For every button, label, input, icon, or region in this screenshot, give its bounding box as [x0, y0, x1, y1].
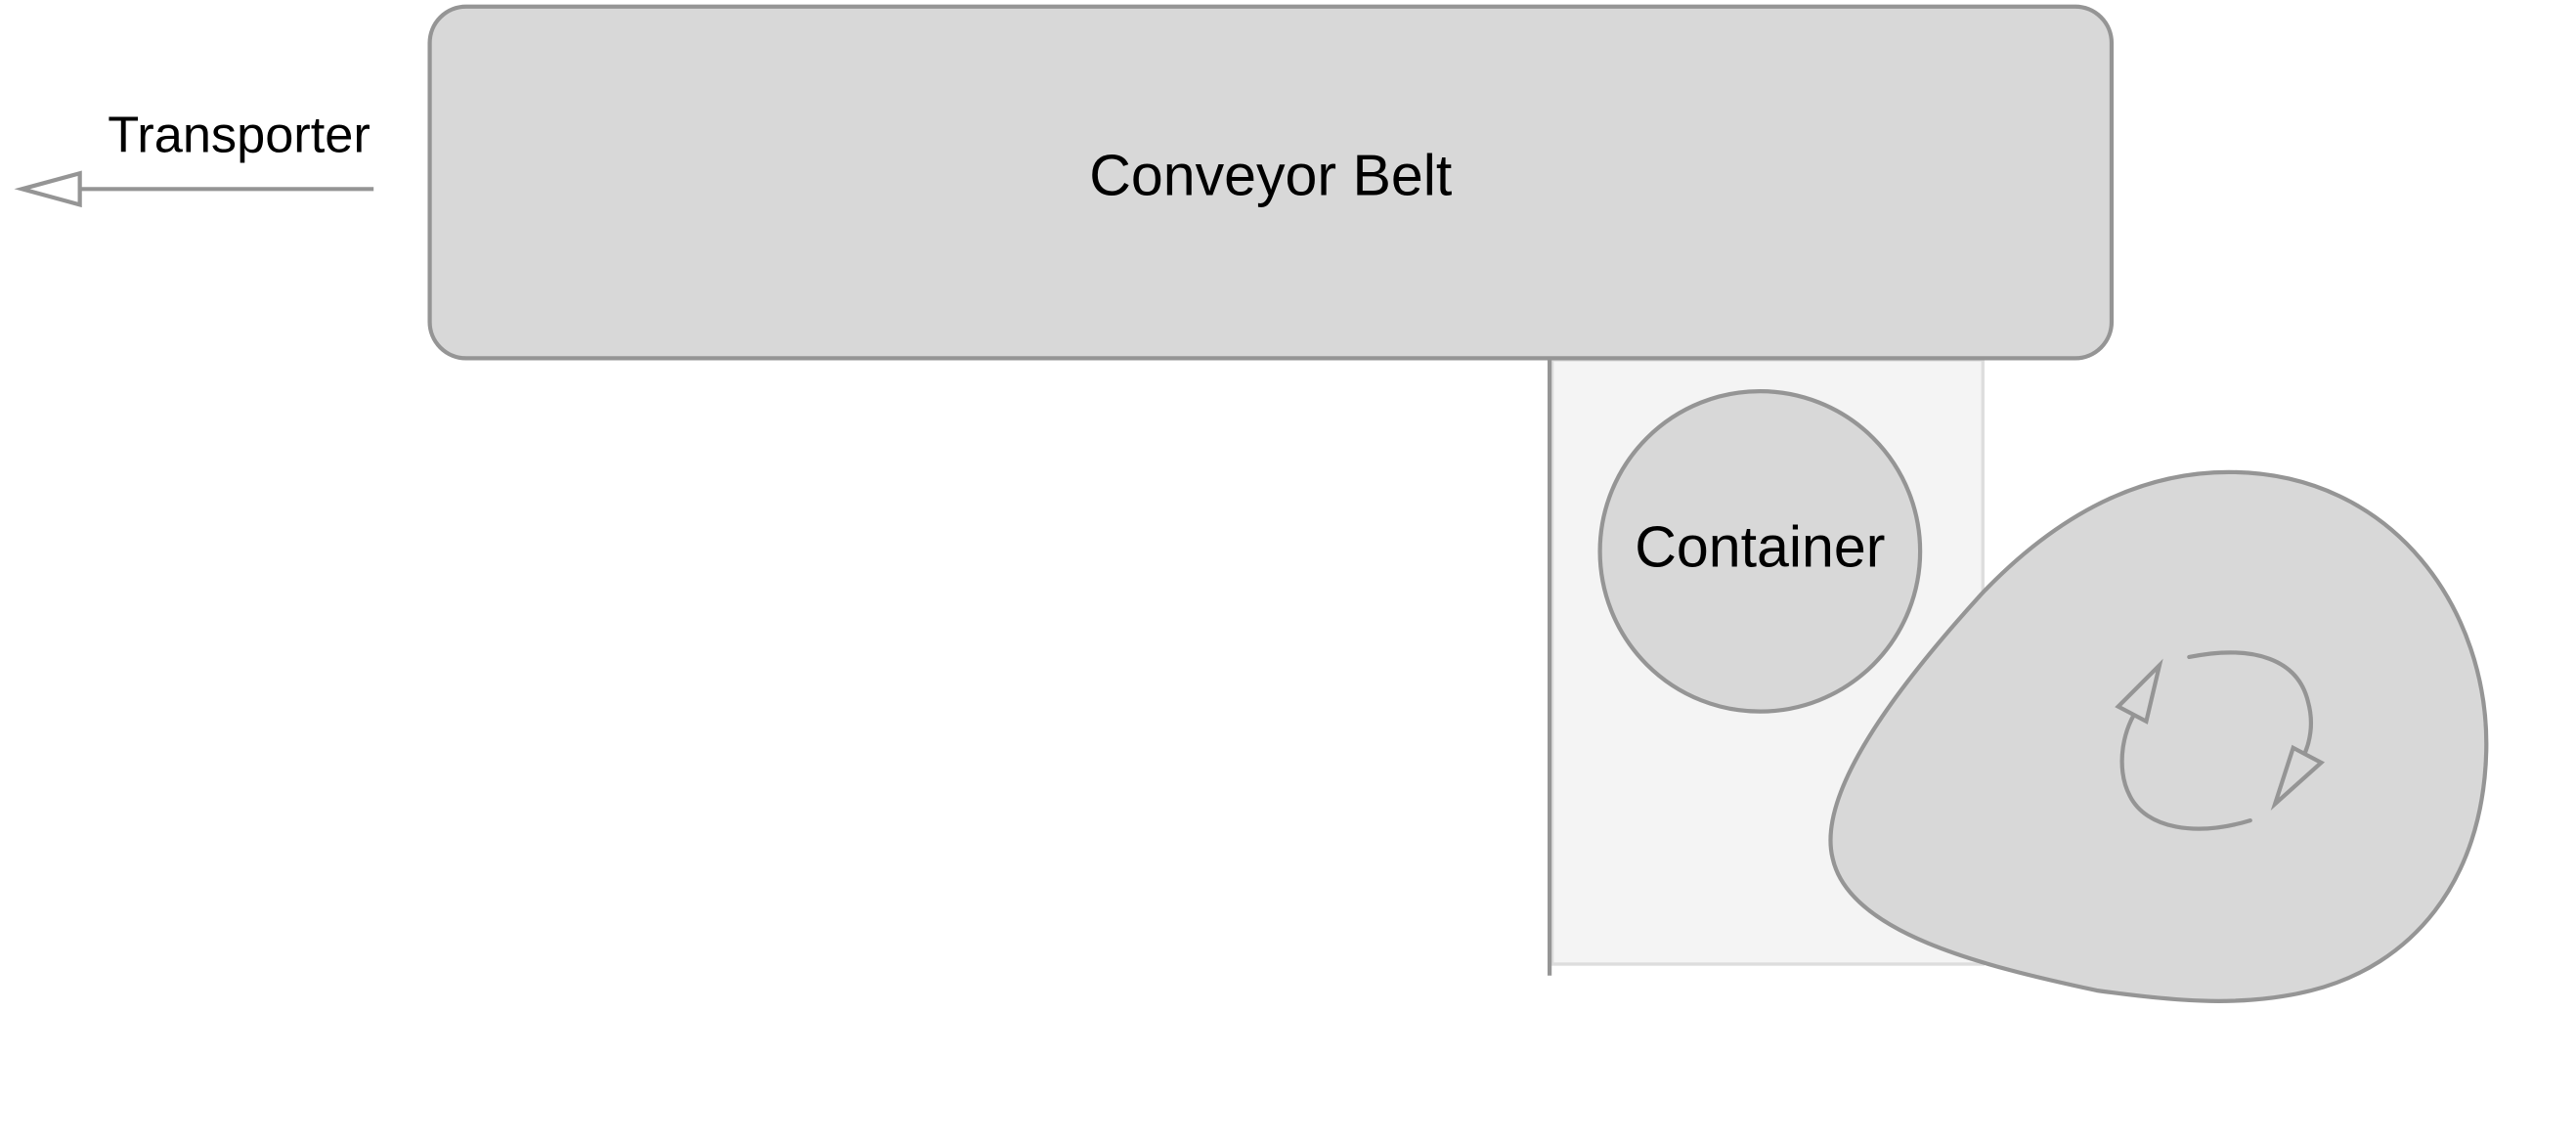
left-arrow-icon	[14, 170, 374, 208]
circular-arrows-icon	[2115, 650, 2326, 831]
container[interactable]: Container	[1597, 389, 1923, 714]
container-label: Container	[1635, 515, 1885, 580]
conveyor-belt-shape	[427, 4, 2115, 361]
conveyor-belt-label: Conveyor Belt	[1089, 144, 1452, 208]
conveyor-belt[interactable]: Conveyor Belt	[427, 4, 2115, 361]
rotator[interactable]	[1828, 469, 2489, 1003]
transporter[interactable]: Transporter	[14, 108, 374, 208]
rotator-blob	[1828, 469, 2489, 1003]
container-shape	[1597, 389, 1923, 714]
transporter-label: Transporter	[108, 108, 371, 164]
